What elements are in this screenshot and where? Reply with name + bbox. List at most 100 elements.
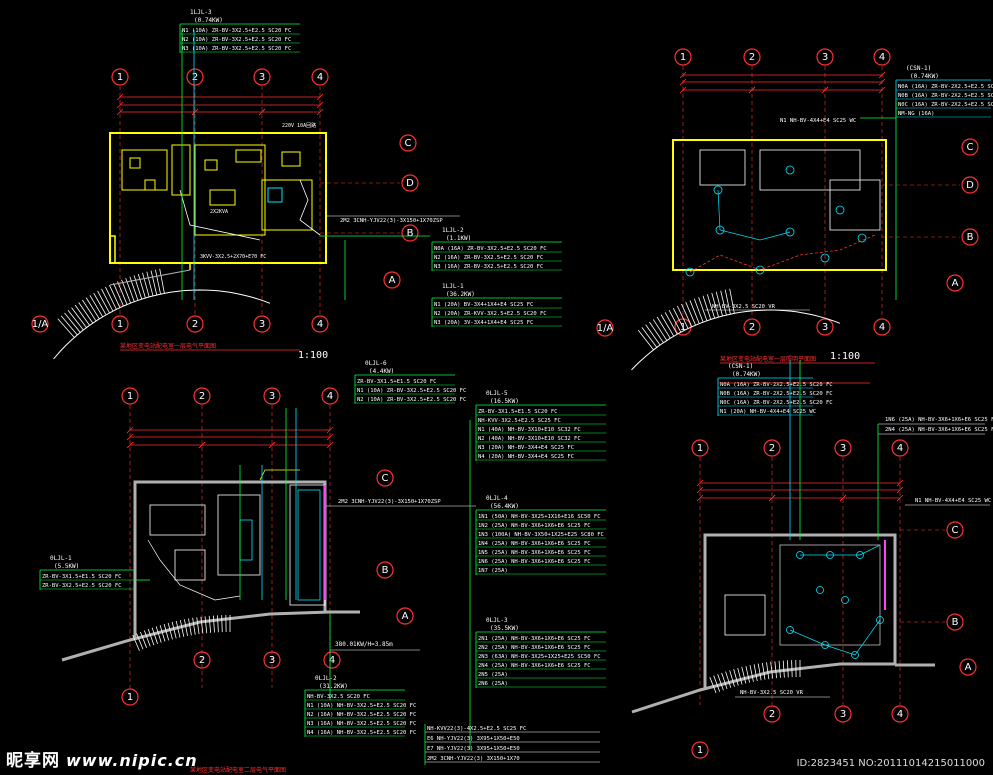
- drawing-layer: 11223344CBA1/AD2X2KVA3KVV-3X2.5+2X70+E70…: [31, 9, 993, 774]
- dimension-tick: [679, 86, 687, 94]
- stair-tread: [167, 622, 173, 640]
- stair-tread: [212, 615, 215, 633]
- grid-bubble-circle: [321, 387, 339, 405]
- right-cable-note: 1N6 (25A) NH-BV-3X6+1X6+E6 SC25 FC: [885, 417, 993, 423]
- stair-tread: [681, 303, 693, 327]
- light-fixture: [755, 265, 765, 275]
- grid-bubble-circle: [193, 651, 211, 669]
- grid-bubble-bottom: 3: [263, 651, 281, 669]
- stair-tread: [656, 316, 671, 339]
- q3-bottom-box-head: 0LJL-2: [315, 675, 337, 682]
- grid-bubble-bottom: 2: [186, 315, 204, 333]
- light-fixture: [821, 641, 829, 649]
- stair-tread: [192, 617, 196, 635]
- circuit-run: [299, 179, 321, 236]
- grid-bubble-circle: [873, 318, 891, 336]
- stair-tread: [121, 279, 132, 304]
- stair-tread: [67, 310, 84, 331]
- q1-top-box-line: N2 (10A) ZR-BV-3X2.5+E2.5 SC20 FC: [182, 37, 291, 43]
- grid-bubble-right: A: [959, 658, 977, 676]
- q3-panel3-box-head: 0LJL-3: [486, 617, 508, 624]
- dimension-tick: [116, 108, 124, 116]
- dimension-tick: [316, 101, 324, 109]
- q3-top-box-line: N2 (10A) ZR-BV-3X2.5+E2.5 SC20 FC: [357, 397, 466, 403]
- stair-tread: [774, 661, 777, 679]
- wire-note: N1 NH-BV-4X4+E4 SC25 WC: [780, 118, 856, 124]
- grid-bubble-label: 1: [117, 72, 123, 83]
- grid-bubble-label: 2: [749, 322, 755, 333]
- q3-panel-box-line: NH-KVV-3X2.5+E2.5 SC25 FC: [478, 418, 561, 424]
- grid-bubble-bottom: 4: [311, 315, 329, 333]
- stair-tread: [717, 674, 724, 691]
- stair-tread: [702, 295, 712, 320]
- grid-bubble-circle: [193, 387, 211, 405]
- grid-bubble-label: 2: [769, 709, 775, 720]
- bottom-note: NH-BV-3X2.5 SC20 VR: [712, 304, 776, 310]
- curved-stair: [132, 615, 231, 651]
- q1-top-box-kw: (0.74KW): [194, 17, 223, 24]
- grid-bubble-label: 3: [269, 391, 275, 402]
- stair-tread: [778, 660, 781, 678]
- grid-bubble-label: B: [407, 228, 414, 239]
- stair-tread: [721, 672, 728, 690]
- stair-tread: [117, 281, 128, 305]
- grid-bubble-right: C: [961, 138, 979, 156]
- grid-bubble-right: B: [961, 228, 979, 246]
- grid-bubble-circle: [186, 315, 204, 333]
- drawing-scale: 1:100: [830, 351, 860, 362]
- grid-bubble-circle: [323, 651, 341, 669]
- light-fixture: [820, 253, 830, 263]
- grid-bubble-label: A: [952, 278, 959, 289]
- drawing-title: 某地区变电站配电室二层电气平面图: [190, 766, 286, 774]
- stair-tread: [150, 270, 158, 296]
- q3-left-box-line: ZR-BV-3X1.5+E1.5 SC20 FC: [42, 574, 121, 580]
- grid-bubble-right: A: [946, 274, 964, 292]
- grid-bubble-right: C: [946, 521, 964, 539]
- stair-tread: [733, 669, 739, 686]
- grid-bubble-circle: [959, 658, 977, 676]
- grid-bubble-label: 2: [199, 655, 205, 666]
- q3-panel-box-kw: (16.5KW): [490, 398, 519, 405]
- q3-left-box-kw: (5.5KW): [54, 563, 79, 570]
- grid-bubble-label: D: [406, 178, 414, 189]
- stair-tread: [725, 671, 732, 688]
- q3-bottom-box-line: N1 (10A) NH-BV-3X2.5+E2.5 SC20 FC: [307, 703, 416, 709]
- q3-panel2-box-kw: (56.4KW): [490, 503, 519, 510]
- power-note: 380.01KW/H=3.85m: [335, 641, 393, 648]
- dimension-tick: [748, 86, 756, 94]
- grid-bubble-bottom: 1: [111, 315, 129, 333]
- stair-tread: [171, 621, 177, 639]
- grid-bubble-top: 4: [311, 68, 329, 86]
- stair-tread: [147, 628, 155, 646]
- grid-bubble-circle: [376, 561, 394, 579]
- stair-tread: [660, 314, 675, 337]
- grid-bubble-circle: [401, 224, 419, 242]
- grid-bubble-label: 1: [697, 745, 703, 756]
- stair-tread: [729, 288, 735, 314]
- watermark-site: 昵享网: [6, 751, 60, 771]
- grid-bubble-circle: [763, 439, 781, 457]
- q1-panel-box-kw: (1.1KW): [446, 235, 471, 242]
- stair-tread: [672, 307, 685, 331]
- grid-bubble-circle: [253, 315, 271, 333]
- grid-bubble-label: 2: [192, 319, 198, 330]
- stair-tread: [184, 619, 188, 637]
- q1-panel-box-line: N2 (16A) ZR-BV-3X2.5+E2.5 SC20 FC: [434, 255, 543, 261]
- grid-bubble-label: 2: [192, 72, 198, 83]
- top-label: 220V 10A回路: [282, 122, 316, 129]
- q1-top-box-head: 1LJL-3: [190, 9, 212, 16]
- stair-tread: [753, 664, 758, 682]
- q1-panel-box-line: N3 (16A) ZR-BV-3X2.5+E2.5 SC20 FC: [434, 264, 543, 270]
- grid-bubble-label: 4: [329, 655, 335, 666]
- light-fixture: [785, 227, 795, 237]
- grid-bubble-top: 2: [193, 387, 211, 405]
- dimension-tick: [878, 86, 886, 94]
- q3-left-box-line: ZR-BV-3X2.5+E2.5 SC20 FC: [42, 583, 121, 589]
- arc-wall: [53, 289, 271, 360]
- grid-bubble-label: A: [965, 662, 972, 673]
- q3-panel3-box-line: 2N1 (25A) NH-BV-3X6+1X6+E6 SC25 FC: [478, 636, 591, 642]
- switchgear-inner: [297, 489, 321, 601]
- grid-bubble-circle: [399, 134, 417, 152]
